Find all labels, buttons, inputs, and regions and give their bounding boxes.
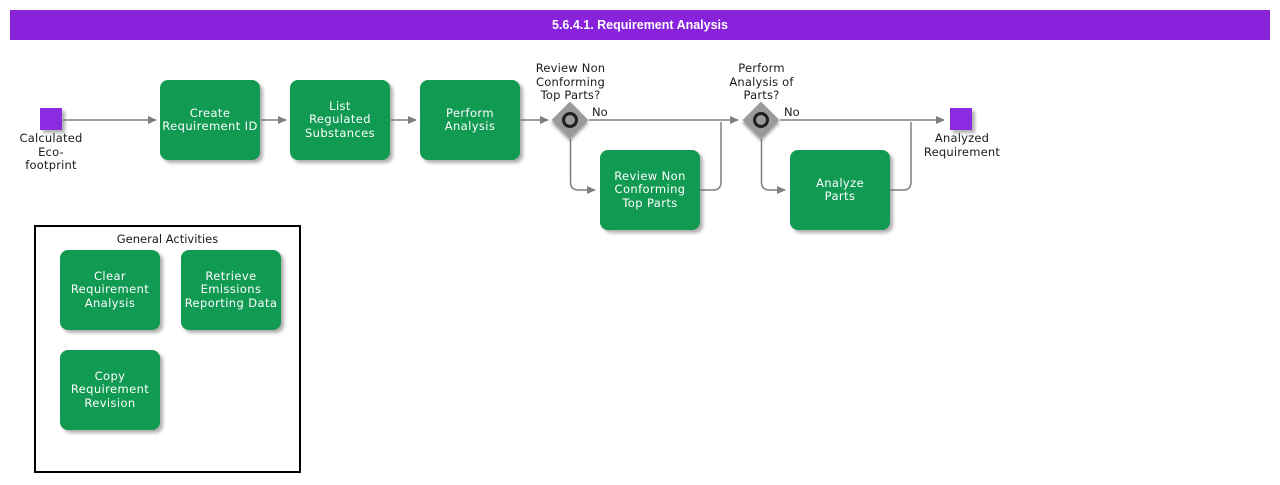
activity-copy-requirement-revision[interactable]: Copy Requirement Revision: [60, 350, 160, 430]
activity-list-regulated-substances[interactable]: List Regulated Substances: [290, 80, 390, 160]
activity-review-non-conforming-top-parts[interactable]: Review Non Conforming Top Parts: [600, 150, 700, 230]
decision1-question-label: Review Non Conforming Top Parts?: [535, 61, 606, 102]
general-activities-title: General Activities: [116, 232, 219, 246]
decision2-question-label: Perform Analysis of Parts?: [729, 61, 794, 102]
decision1-no-label: No: [592, 105, 608, 119]
decision2-no-label: No: [784, 105, 800, 119]
activity-perform-analysis[interactable]: Perform Analysis: [420, 80, 520, 160]
connector-decision2-to-analyze-box: [760, 139, 786, 194]
activity-create-requirement-id[interactable]: Create Requirement ID: [160, 80, 260, 160]
connector-review-box-return: [700, 122, 722, 191]
title-bar: 5.6.4.1. Requirement Analysis: [10, 10, 1270, 40]
start-event-label: Calculated Eco- footprint: [19, 131, 83, 172]
activity-retrieve-emissions-reporting-data[interactable]: Retrieve Emissions Reporting Data: [181, 250, 281, 330]
connector-decision1-to-review-box: [569, 139, 596, 194]
decision1-node[interactable]: [551, 101, 589, 139]
page-title: 5.6.4.1. Requirement Analysis: [551, 18, 728, 32]
end-event-node: [950, 108, 972, 130]
activity-clear-requirement-analysis[interactable]: Clear Requirement Analysis: [60, 250, 160, 330]
end-event-label: Analyzed Requirement: [923, 131, 1001, 159]
start-event-node: [40, 108, 62, 130]
activity-analyze-parts[interactable]: Analyze Parts: [790, 150, 890, 230]
decision2-node[interactable]: [742, 101, 780, 139]
